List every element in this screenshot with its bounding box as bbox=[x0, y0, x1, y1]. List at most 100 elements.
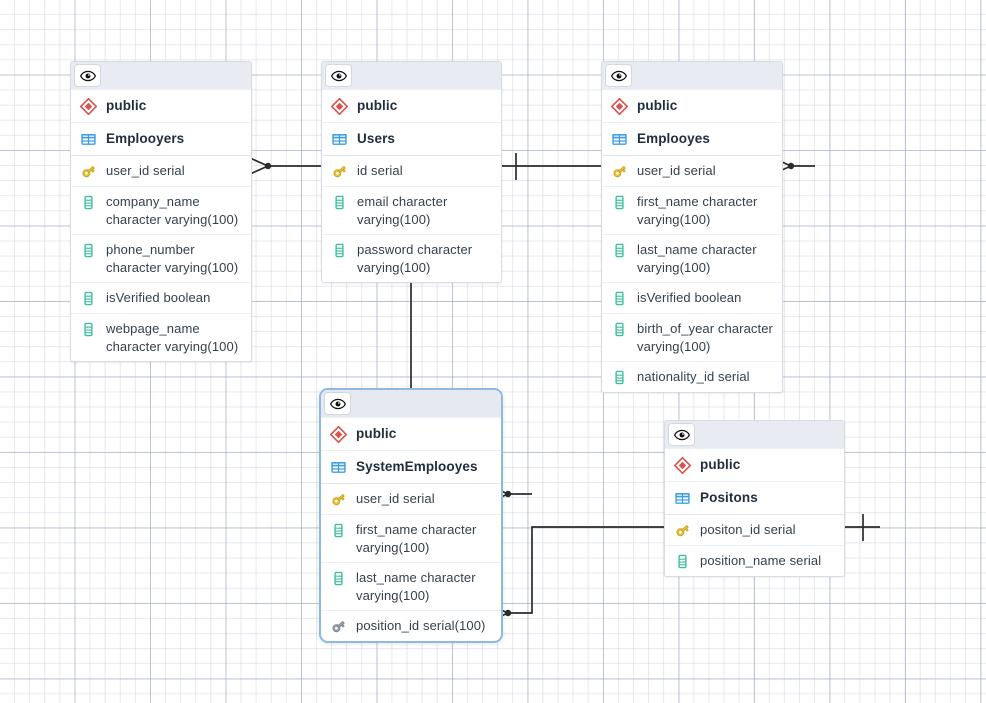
schema-name-emplooyes[interactable]: public bbox=[602, 89, 782, 122]
table-name-systememplooyes[interactable]: SystemEmplooyes bbox=[321, 450, 501, 483]
key-primary-icon bbox=[676, 524, 689, 537]
field-positons-1-label: position_name serial bbox=[700, 553, 822, 568]
key-foreign-icon bbox=[332, 620, 345, 633]
field-users-2-label: password character varying(100) bbox=[357, 242, 473, 275]
key-primary-icon bbox=[613, 165, 626, 178]
eye-icon bbox=[79, 70, 96, 81]
field-employooers-0[interactable]: user_id serial bbox=[71, 155, 251, 186]
field-emplooyes-4-label: birth_of_year character varying(100) bbox=[637, 321, 773, 354]
field-emplooyes-3[interactable]: isVerified boolean bbox=[602, 282, 782, 313]
visibility-toggle-users[interactable] bbox=[325, 64, 352, 87]
field-emplooyes-0[interactable]: user_id serial bbox=[602, 155, 782, 186]
table-name-users[interactable]: Users bbox=[322, 122, 501, 155]
field-users-1[interactable]: email character varying(100) bbox=[322, 186, 501, 234]
field-emplooyes-5[interactable]: nationality_id serial bbox=[602, 361, 782, 392]
column-icon bbox=[615, 195, 624, 210]
table-header-users[interactable] bbox=[322, 62, 501, 89]
field-emplooyes-5-label: nationality_id serial bbox=[637, 369, 750, 384]
table-header-emplooyes[interactable] bbox=[602, 62, 782, 89]
edge-employooers-users bbox=[249, 157, 321, 175]
schema-icon bbox=[611, 98, 628, 115]
field-systememplooyes-2-label: last_name character varying(100) bbox=[356, 570, 476, 603]
edge-users-emplooyes bbox=[502, 153, 601, 180]
eye-icon bbox=[330, 70, 347, 81]
table-icon bbox=[675, 493, 690, 504]
table-icon bbox=[612, 134, 627, 145]
table-header-positons[interactable] bbox=[665, 421, 844, 448]
column-icon bbox=[334, 523, 343, 538]
field-employooers-4[interactable]: webpage_name character varying(100) bbox=[71, 313, 251, 361]
schema-name-positons[interactable]: public bbox=[665, 448, 844, 481]
field-employooers-1[interactable]: company_name character varying(100) bbox=[71, 186, 251, 234]
table-name-emplooyes[interactable]: Emplooyes bbox=[602, 122, 782, 155]
schema-name-systememplooyes[interactable]: public bbox=[321, 417, 501, 450]
schema-icon bbox=[674, 457, 691, 474]
key-primary-icon bbox=[333, 165, 346, 178]
field-users-0[interactable]: id serial bbox=[322, 155, 501, 186]
field-systememplooyes-1[interactable]: first_name character varying(100) bbox=[321, 514, 501, 562]
table-name-employooers[interactable]: Emplooyers bbox=[71, 122, 251, 155]
field-systememplooyes-3-label: position_id serial(100) bbox=[356, 618, 486, 633]
schema-name-employooers[interactable]: public bbox=[71, 89, 251, 122]
column-icon bbox=[84, 195, 93, 210]
column-icon bbox=[615, 291, 624, 306]
field-users-0-label: id serial bbox=[357, 163, 403, 178]
key-primary-icon bbox=[82, 165, 95, 178]
table-header-employooers[interactable] bbox=[71, 62, 251, 89]
schema-icon bbox=[330, 426, 347, 443]
column-icon bbox=[615, 322, 624, 337]
field-systememplooyes-0[interactable]: user_id serial bbox=[321, 483, 501, 514]
key-primary-icon bbox=[332, 493, 345, 506]
field-employooers-0-label: user_id serial bbox=[106, 163, 185, 178]
column-icon bbox=[84, 243, 93, 258]
schema-name-users[interactable]: public bbox=[322, 89, 501, 122]
table-name-emplooyes-label: Emplooyes bbox=[637, 131, 710, 146]
field-employooers-3-label: isVerified boolean bbox=[106, 290, 211, 305]
field-systememplooyes-2[interactable]: last_name character varying(100) bbox=[321, 562, 501, 610]
field-emplooyes-0-label: user_id serial bbox=[637, 163, 716, 178]
field-positons-1[interactable]: position_name serial bbox=[665, 545, 844, 576]
schema-icon bbox=[80, 98, 97, 115]
field-emplooyes-3-label: isVerified boolean bbox=[637, 290, 742, 305]
table-name-positons[interactable]: Positons bbox=[665, 481, 844, 514]
visibility-toggle-positons[interactable] bbox=[668, 423, 695, 446]
visibility-toggle-emplooyes[interactable] bbox=[605, 64, 632, 87]
field-positons-0[interactable]: positon_id serial bbox=[665, 514, 844, 545]
field-employooers-3[interactable]: isVerified boolean bbox=[71, 282, 251, 313]
field-emplooyes-4[interactable]: birth_of_year character varying(100) bbox=[602, 313, 782, 361]
field-emplooyes-1[interactable]: first_name character varying(100) bbox=[602, 186, 782, 234]
visibility-toggle-employooers[interactable] bbox=[74, 64, 101, 87]
field-systememplooyes-0-label: user_id serial bbox=[356, 491, 435, 506]
table-name-systememplooyes-label: SystemEmplooyes bbox=[356, 459, 478, 474]
schema-name-users-label: public bbox=[357, 98, 398, 113]
column-icon bbox=[335, 243, 344, 258]
field-emplooyes-1-label: first_name character varying(100) bbox=[637, 194, 758, 227]
column-icon bbox=[84, 322, 93, 337]
eye-icon bbox=[673, 429, 690, 440]
field-emplooyes-2[interactable]: last_name character varying(100) bbox=[602, 234, 782, 282]
field-positons-0-label: positon_id serial bbox=[700, 522, 796, 537]
column-icon bbox=[335, 195, 344, 210]
table-name-employooers-label: Emplooyers bbox=[106, 131, 185, 146]
edge-systememplooyes-positons bbox=[489, 526, 664, 622]
column-icon bbox=[84, 291, 93, 306]
table-name-users-label: Users bbox=[357, 131, 396, 146]
table-name-positons-label: Positons bbox=[700, 490, 758, 505]
schema-name-employooers-label: public bbox=[106, 98, 147, 113]
field-employooers-2[interactable]: phone_number character varying(100) bbox=[71, 234, 251, 282]
edge-positons-positonid-one bbox=[845, 514, 880, 541]
column-icon bbox=[678, 554, 687, 569]
visibility-toggle-systememplooyes[interactable] bbox=[324, 392, 351, 415]
field-users-2[interactable]: password character varying(100) bbox=[322, 234, 501, 282]
schema-name-systememplooyes-label: public bbox=[356, 426, 397, 441]
table-header-systememplooyes[interactable] bbox=[321, 390, 501, 417]
field-systememplooyes-3[interactable]: position_id serial(100) bbox=[321, 610, 501, 641]
field-employooers-4-label: webpage_name character varying(100) bbox=[106, 321, 239, 354]
table-icon bbox=[331, 462, 346, 473]
